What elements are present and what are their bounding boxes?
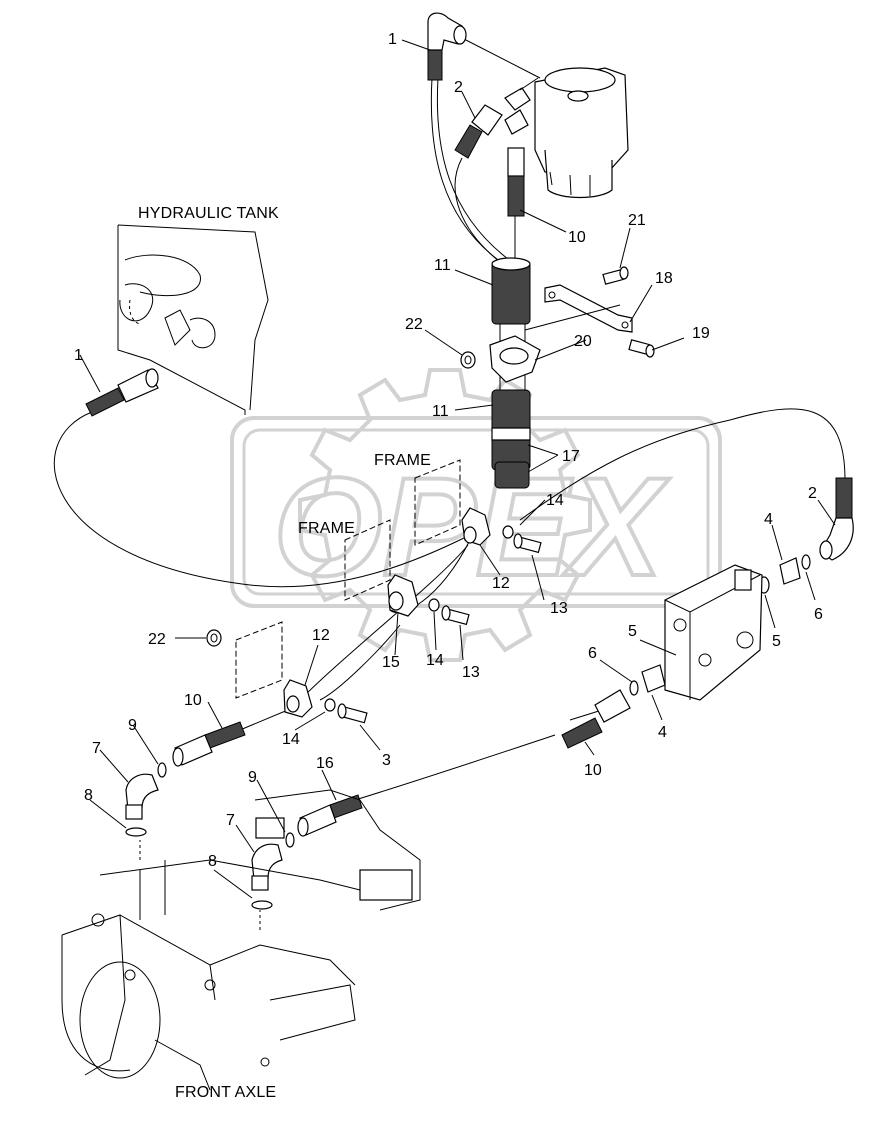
hose-1-tank-fitting (85, 368, 159, 417)
callout-4-upper: 4 (764, 511, 773, 528)
bulkhead-12-upper (461, 507, 491, 546)
callout-14-lower: 14 (282, 731, 300, 748)
o-ring-9-left (157, 762, 167, 778)
callout-14-upper: 14 (546, 492, 564, 509)
callout-6-lower: 6 (588, 645, 597, 662)
callout-13-middle: 13 (462, 664, 480, 681)
callout-10-right: 10 (584, 762, 602, 779)
hose-16 (297, 794, 363, 837)
callout-4-lower: 4 (658, 724, 667, 741)
callout-18: 18 (655, 270, 673, 287)
o-ring-6-upper (801, 554, 811, 570)
callout-8-right: 8 (208, 853, 217, 870)
sleeve-11-lower (491, 389, 531, 471)
callout-2-top: 2 (454, 79, 463, 96)
o-ring-9-right (285, 832, 295, 848)
bolt-13-upper (513, 533, 542, 554)
title-hydraulic-tank: HYDRAULIC TANK (138, 205, 279, 222)
hose-10-lower-left (172, 721, 246, 767)
hose-2-right (819, 477, 854, 561)
callout-7-left: 7 (92, 740, 101, 757)
adapter-4-lower (641, 664, 666, 693)
steering-unit-drawing (461, 37, 629, 199)
washer-14-upper (502, 525, 514, 539)
callout-22-upper: 22 (405, 316, 423, 333)
callout-13-upper: 13 (550, 600, 568, 617)
bolt-21 (602, 266, 629, 285)
hose-10-steering (507, 147, 525, 217)
o-ring-8-right (251, 900, 273, 910)
callout-1-top: 1 (388, 31, 397, 48)
bolt-3 (337, 703, 368, 724)
callout-20: 20 (574, 333, 592, 350)
nut-22-lower (206, 629, 222, 647)
bulkhead-15 (387, 574, 419, 617)
callout-numbers: 1 2 10 21 18 19 11 22 20 11 17 1 2 14 12… (74, 31, 823, 870)
callout-12-upper: 12 (492, 575, 510, 592)
callout-12-lower: 12 (312, 627, 330, 644)
bulkhead-12-lower (283, 679, 313, 718)
callout-15: 15 (382, 654, 400, 671)
callout-11-lower: 11 (432, 403, 449, 420)
bolt-19 (628, 339, 655, 358)
callout-10-top: 10 (568, 229, 586, 246)
frame-plates (235, 459, 461, 699)
callout-21: 21 (628, 212, 646, 229)
title-front-axle: FRONT AXLE (175, 1084, 276, 1101)
bolt-13-middle (441, 605, 470, 626)
washer-14-middle (428, 598, 440, 612)
callout-22-lower: 22 (148, 631, 166, 648)
hose-1-steering-fitting (427, 12, 467, 81)
callout-11-upper: 11 (434, 257, 451, 274)
sleeve-11-upper (491, 257, 531, 325)
callout-16: 16 (316, 755, 334, 772)
o-ring-8-left (125, 827, 147, 837)
sleeve-17 (494, 461, 530, 489)
callout-14-middle: 14 (426, 652, 444, 669)
control-valve (664, 564, 763, 701)
title-frame-upper: FRAME (374, 452, 431, 469)
elbow-7-left (125, 773, 159, 820)
front-axle-drawing (61, 789, 421, 1091)
hose-10-lower-right (561, 689, 631, 749)
hydraulic-tank-drawing (117, 224, 269, 415)
callout-7-right: 7 (226, 812, 235, 829)
callout-6-upper: 6 (814, 606, 823, 623)
callout-9-left: 9 (128, 717, 137, 734)
adapter-4-upper (779, 557, 801, 585)
elbow-7-right (251, 843, 283, 891)
o-ring-6-lower (629, 680, 639, 696)
callout-1-left: 1 (74, 347, 83, 364)
title-frame-lower: FRAME (298, 520, 355, 537)
callout-19: 19 (692, 325, 710, 342)
callout-5-upper: 5 (772, 633, 781, 650)
callout-8-left: 8 (84, 787, 93, 804)
leader-lines (79, 39, 836, 899)
callout-5-lower: 5 (628, 623, 637, 640)
hose-2-steering-fitting (454, 104, 503, 159)
callout-17: 17 (562, 448, 580, 465)
nut-22-upper (460, 351, 476, 369)
bracket-18 (524, 284, 633, 333)
callout-3: 3 (382, 752, 391, 769)
callout-2-right: 2 (808, 485, 817, 502)
callout-10-lower-left: 10 (184, 692, 202, 709)
callout-9-right: 9 (248, 769, 257, 786)
washer-14-lower (324, 698, 336, 712)
clamp-20 (489, 335, 541, 383)
hose-lines (53, 77, 846, 801)
